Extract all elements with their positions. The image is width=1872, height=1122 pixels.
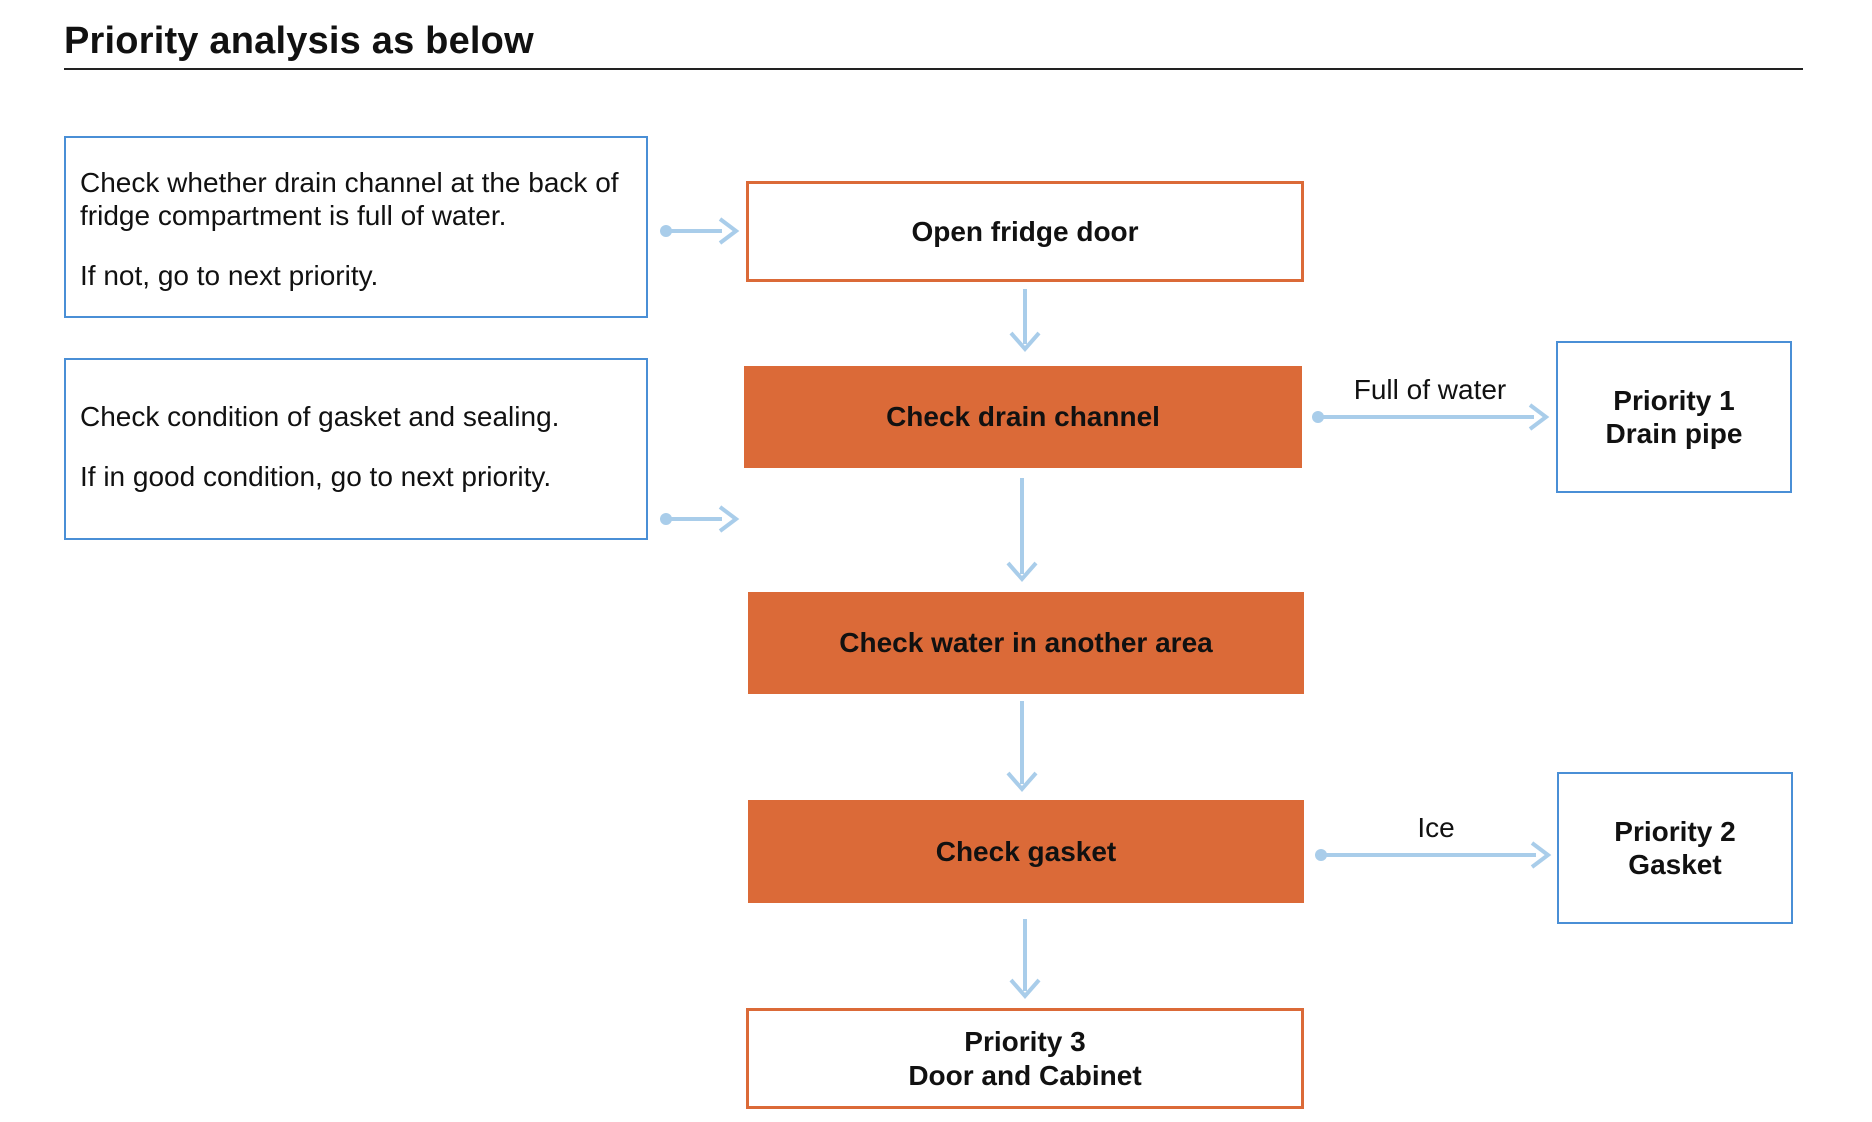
arrow-gasket-to-priority-2 [1315,841,1552,869]
arrow-drain-to-water [1006,478,1038,583]
note-drain-text: Check whether drain channel at the back … [80,167,619,231]
note-gasket-next: If in good condition, go to next priorit… [80,461,552,492]
arrow-drain-to-priority-1 [1312,403,1550,431]
arrow-note-drain-to-open-door [660,217,740,245]
arrow-open-door-to-drain [1009,289,1041,353]
arrow-note-gasket-to-flow [660,505,740,533]
priority-3-box: Priority 3 Door and Cabinet [746,1008,1304,1109]
edge-label-full-of-water: Full of water [1353,374,1507,405]
step-check-gasket-label: Check gasket [935,835,1117,867]
priority-1-name: Drain pipe [1605,418,1743,449]
note-gasket-text: Check condition of gasket and sealing. [80,401,560,432]
step-check-gasket: Check gasket [748,800,1304,903]
priority-2-box: Priority 2 Gasket [1557,772,1793,924]
arrow-water-to-gasket [1006,701,1038,793]
edge-label-ice: Ice [1417,812,1455,843]
step-open-fridge-door-label: Open fridge door [911,215,1139,247]
priority-3-title: Priority 3 [964,1025,1086,1057]
step-check-drain-channel-label: Check drain channel [886,401,1160,432]
priority-1-title: Priority 1 [1613,385,1735,416]
priority-2-title: Priority 2 [1614,816,1736,847]
note-drain-channel: Check whether drain channel at the back … [64,136,648,318]
note-gasket: Check condition of gasket and sealing. I… [64,358,648,540]
arrow-gasket-to-priority-3 [1009,919,1041,1000]
page-title: Priority analysis as below [64,20,534,62]
priority-2-name: Gasket [1628,849,1722,880]
step-open-fridge-door: Open fridge door [746,181,1304,282]
title-underline [64,68,1803,70]
step-check-water-label: Check water in another area [839,627,1213,658]
priority-1-box: Priority 1 Drain pipe [1556,341,1792,493]
priority-3-name: Door and Cabinet [908,1059,1142,1091]
note-drain-next: If not, go to next priority. [80,260,379,291]
step-check-drain-channel: Check drain channel [744,366,1302,468]
step-check-water-other-area: Check water in another area [748,592,1304,694]
